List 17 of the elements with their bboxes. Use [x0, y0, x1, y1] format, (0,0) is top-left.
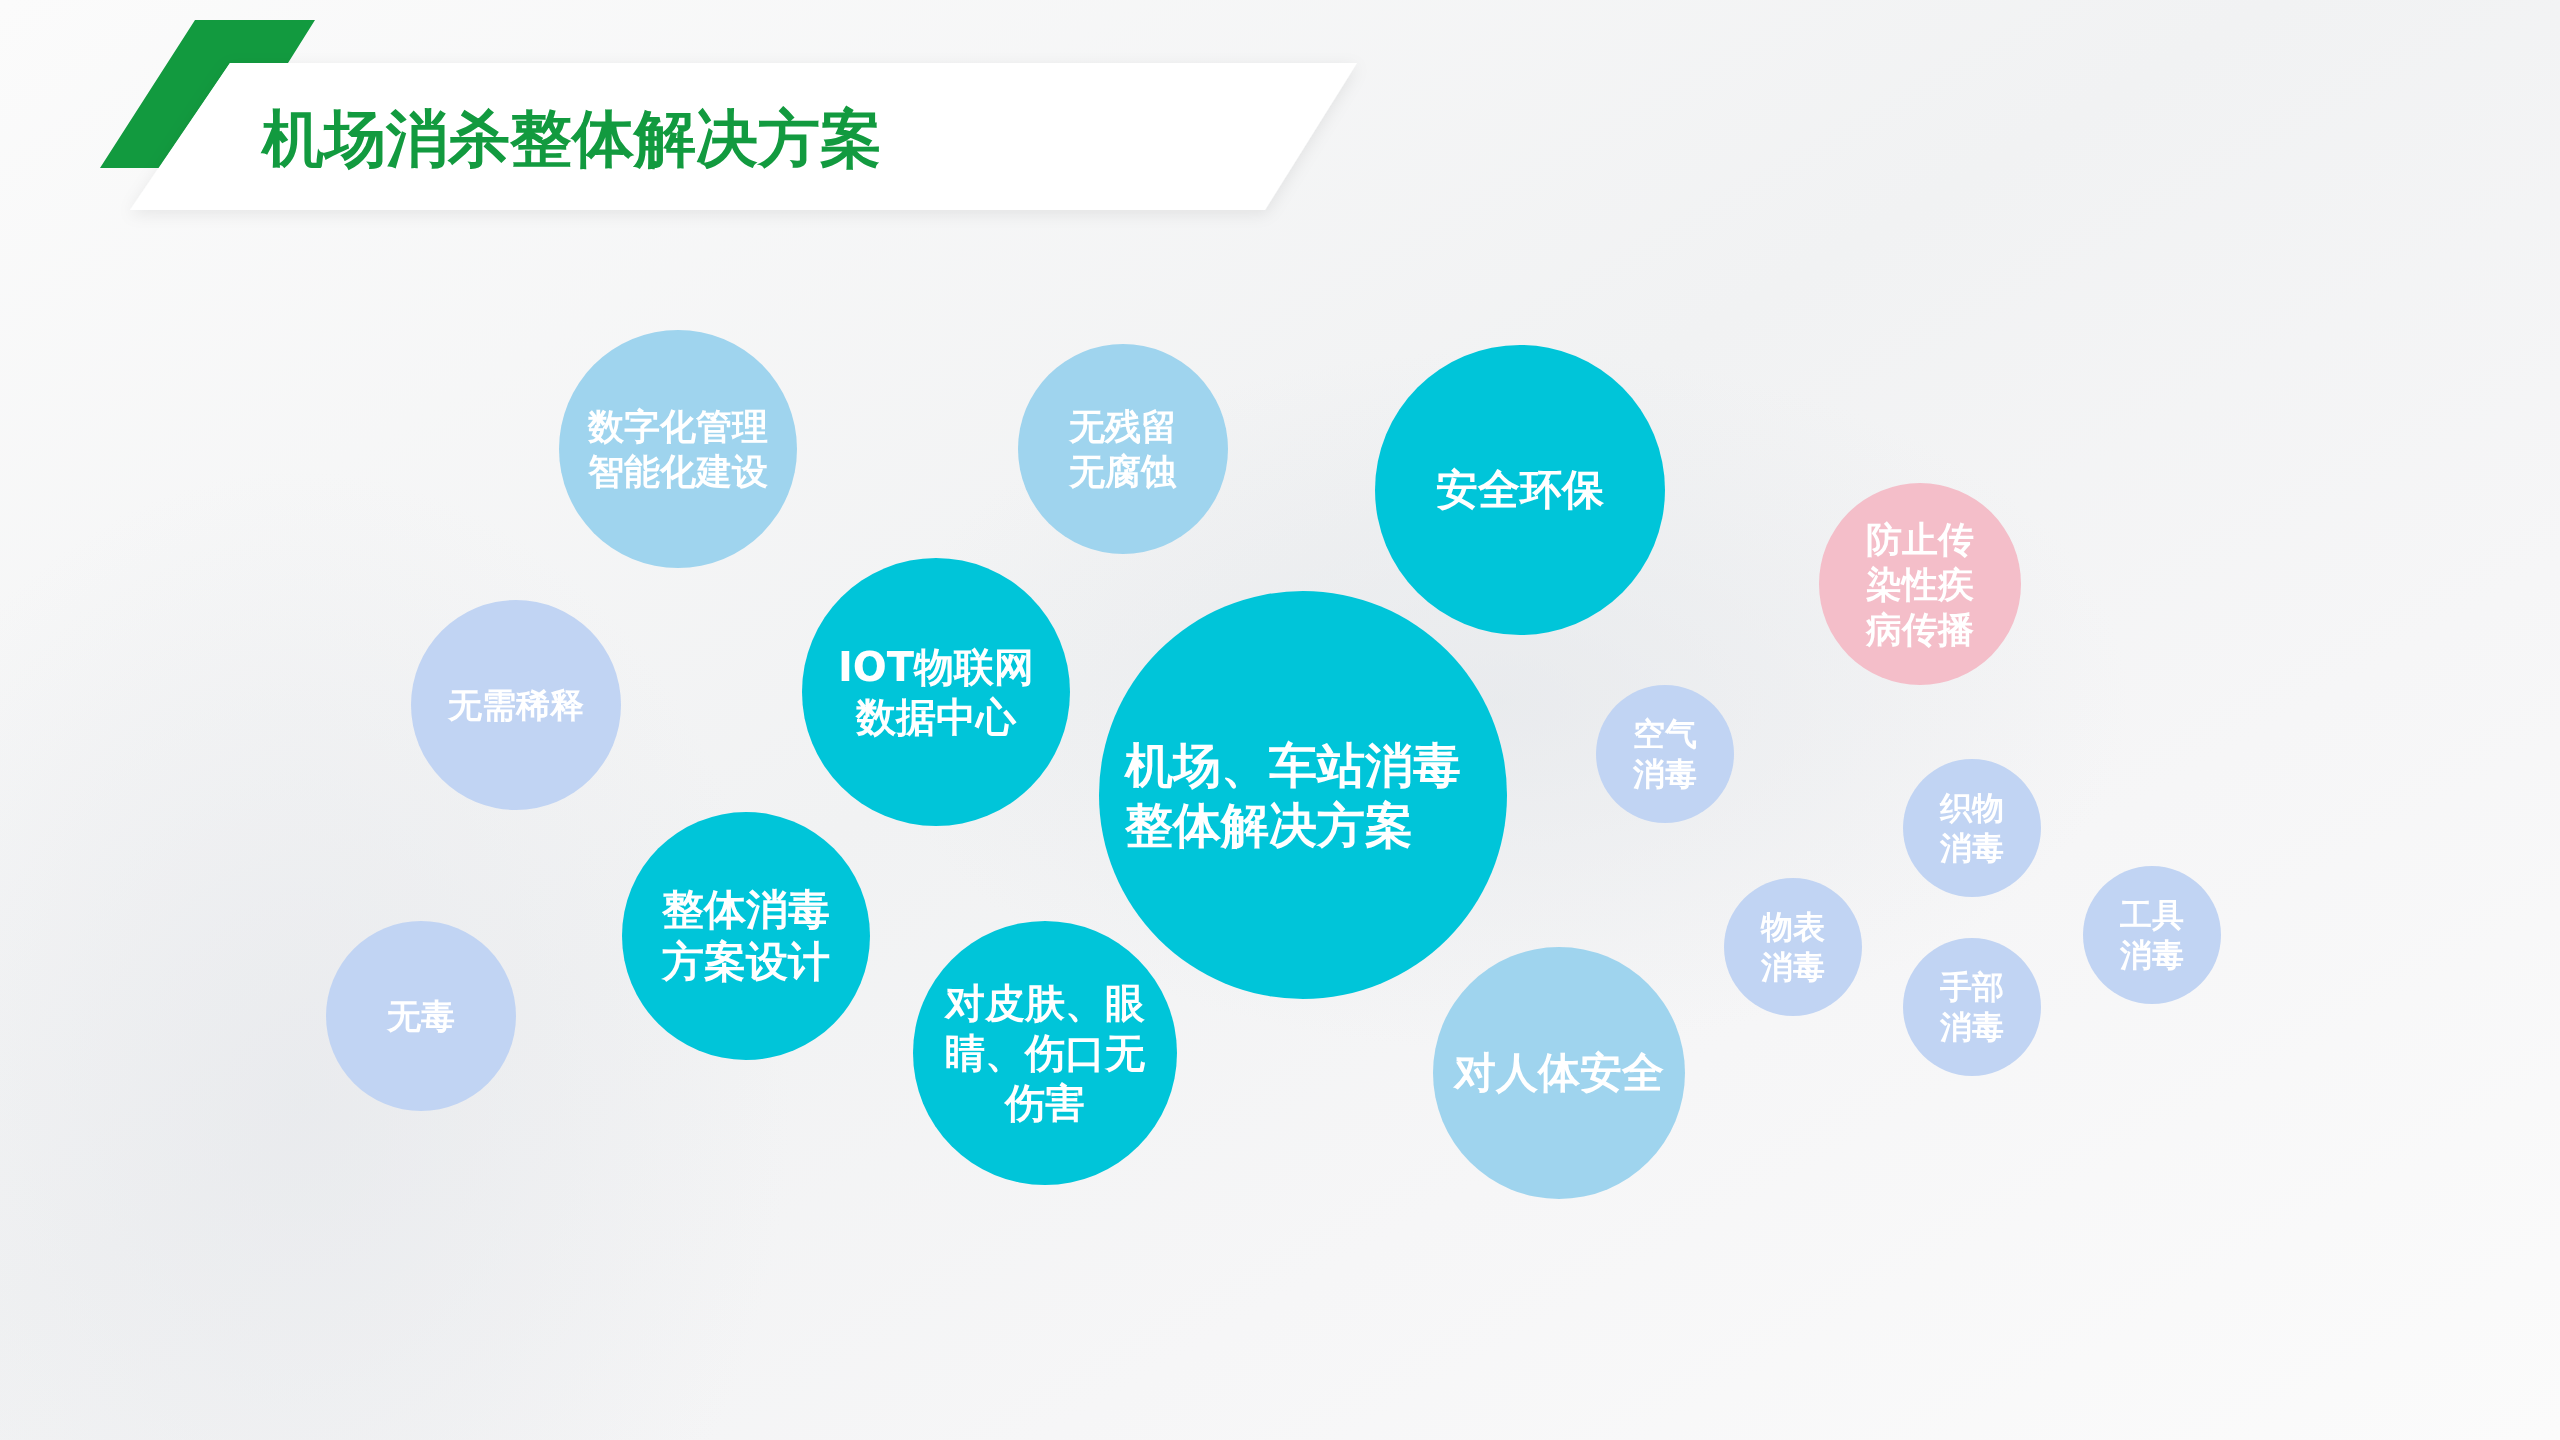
bubble-label: 空气消毒 — [1632, 714, 1698, 794]
bubble-label: 物表消毒 — [1759, 907, 1826, 987]
bubble-label: 无需稀释 — [447, 683, 585, 727]
bubble-label: 无残留无腐蚀 — [1068, 405, 1178, 494]
bubble-label: 织物消毒 — [1938, 788, 2005, 868]
bubble-label: 安全环保 — [1435, 463, 1605, 516]
title: 机场消杀整体解决方案 — [262, 101, 882, 177]
bubble-label: 无毒 — [386, 994, 456, 1038]
bubble-label: 手部消毒 — [1939, 967, 2005, 1047]
bubble-label: 数字化管理智能化建设 — [586, 405, 769, 494]
bubble-label: 整体消毒方案设计 — [661, 883, 831, 988]
bubble-label: 工具消毒 — [2119, 895, 2185, 975]
bubble-label: 对皮肤、眼睛、伤口无伤害 — [943, 979, 1146, 1128]
bubble-label: 机场、车站消毒整体解决方案 — [1125, 736, 1463, 855]
bubble-label: 防止传染性疾病传播 — [1864, 517, 1975, 652]
bubble-label: IOT物联网数据中心 — [836, 643, 1036, 742]
bubble-label: 对人体安全 — [1452, 1046, 1665, 1099]
